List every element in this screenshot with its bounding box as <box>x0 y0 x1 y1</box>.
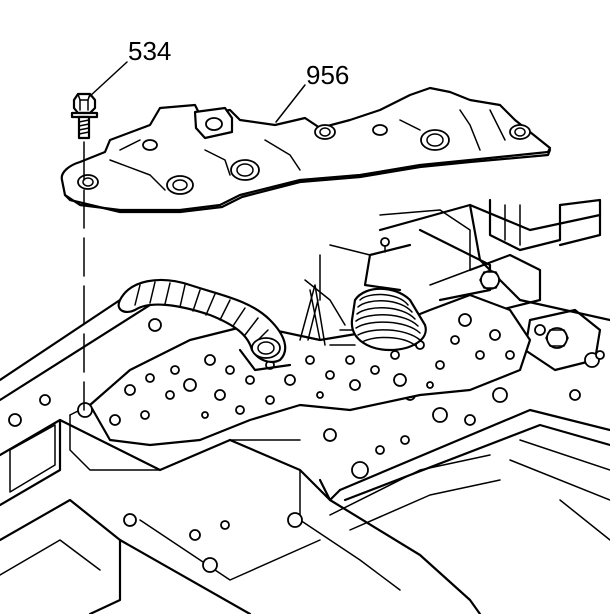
leader-line-534 <box>88 61 128 98</box>
callout-956: 956 <box>306 60 349 90</box>
valve-body-plate <box>69 293 532 471</box>
callout-534: 534 <box>128 36 171 66</box>
leader-line-956 <box>275 84 306 123</box>
wiring-harness <box>117 278 326 372</box>
cover-plate <box>60 86 552 214</box>
bolt <box>70 92 99 140</box>
accumulator-spring <box>329 287 427 352</box>
transmission-case <box>0 198 610 614</box>
